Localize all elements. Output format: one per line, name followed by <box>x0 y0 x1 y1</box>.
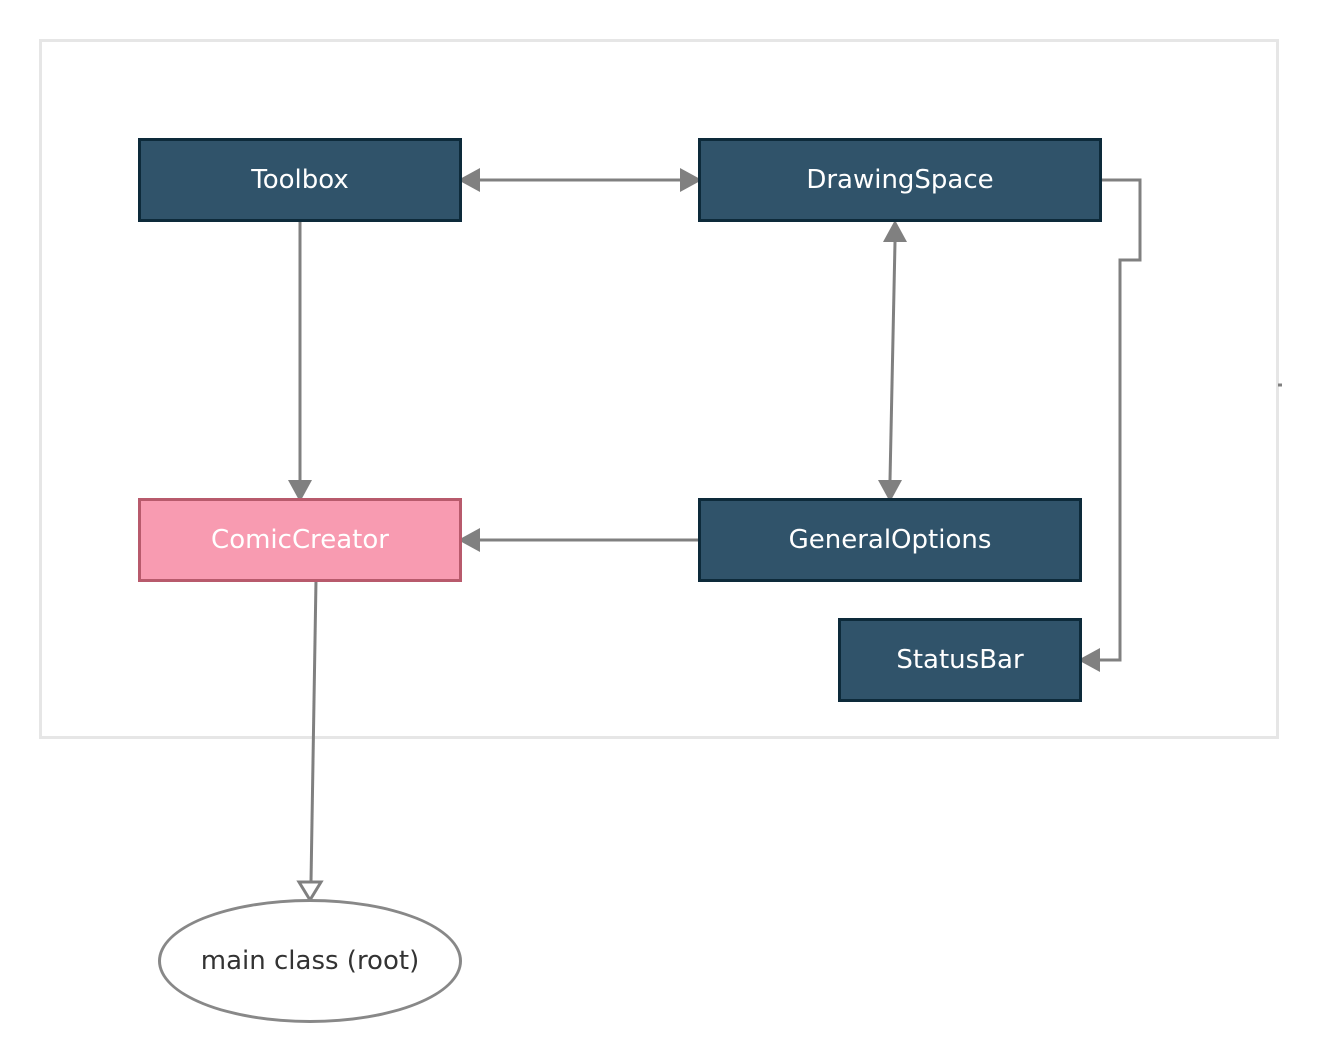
mainclass-node[interactable]: main class (root) <box>158 899 462 1023</box>
comiccreator-node[interactable]: ComicCreator <box>138 498 462 582</box>
edge-generaloptions-comiccreator <box>458 528 700 552</box>
statusbar-node[interactable]: StatusBar <box>838 618 1082 702</box>
package-frame <box>39 39 1279 739</box>
generaloptions-node[interactable]: GeneralOptions <box>698 498 1082 582</box>
toolbox-node[interactable]: Toolbox <box>138 138 462 222</box>
edge-drawingspace-generaloptions <box>878 220 907 502</box>
edge-toolbox-drawingspace <box>458 168 702 192</box>
edge-toolbox-comiccreator <box>288 220 312 502</box>
drawingspace-node[interactable]: DrawingSpace <box>698 138 1102 222</box>
edge-drawingspace-statusbar <box>1078 178 1142 672</box>
edge-comiccreator-mainclass <box>296 579 324 903</box>
